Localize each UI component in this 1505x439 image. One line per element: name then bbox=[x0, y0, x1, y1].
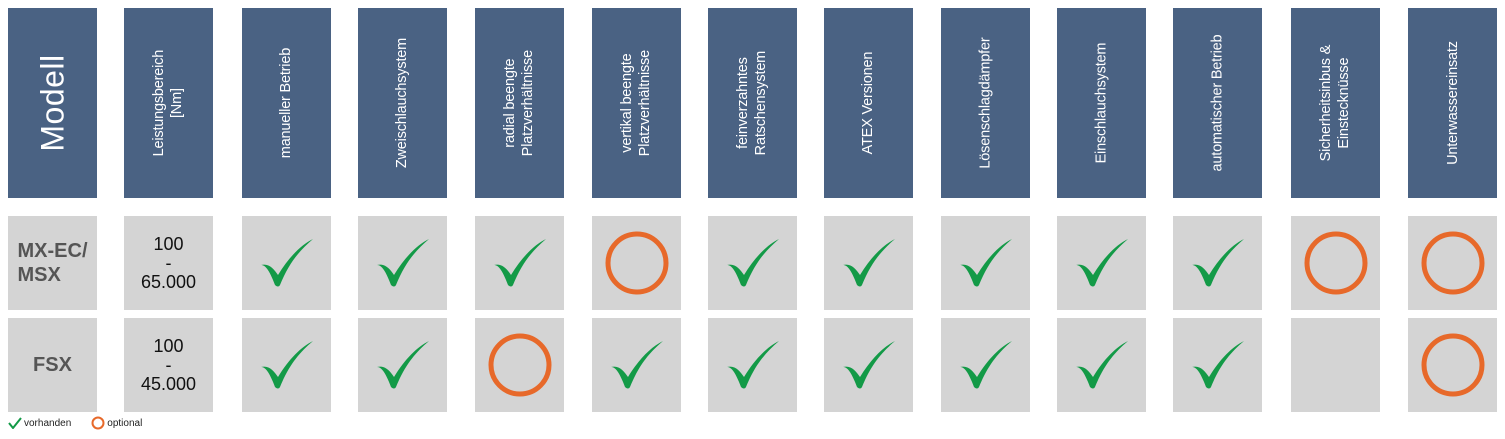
model-name: FSX bbox=[33, 353, 72, 377]
check-icon bbox=[959, 239, 1012, 287]
check-icon bbox=[376, 239, 429, 287]
feature-cell-check bbox=[358, 318, 447, 412]
torque-range-line: - bbox=[165, 354, 172, 375]
column-header-label: Modell bbox=[34, 54, 71, 152]
feature-cell-check bbox=[358, 216, 447, 310]
column-header-leistungsbereich: Leistungsbereich[Nm] bbox=[124, 8, 213, 198]
column-header-label: Ratschensystem bbox=[753, 50, 770, 156]
column-header-label: radial beengte bbox=[502, 58, 519, 148]
feature-cell-none bbox=[1291, 318, 1380, 412]
feature-cell-check bbox=[242, 216, 331, 310]
column-header-manueller-betrieb: manueller Betrieb bbox=[242, 8, 331, 198]
legend-optional-label: optional bbox=[107, 417, 143, 429]
optional-circle-icon bbox=[1421, 231, 1484, 295]
column-header-label: [Nm] bbox=[169, 88, 186, 118]
torque-range: 100-65.000 bbox=[140, 233, 197, 292]
feature-cell-check bbox=[824, 216, 913, 310]
circle-icon bbox=[91, 416, 105, 430]
check-icon bbox=[493, 239, 546, 287]
check-icon bbox=[1191, 239, 1244, 287]
column-header-automatischer-betrieb: automatischer Betrieb bbox=[1173, 8, 1262, 198]
row-range-cell: 100-45.000 bbox=[124, 318, 213, 412]
check-icon bbox=[260, 239, 313, 287]
feature-cell-check bbox=[708, 318, 797, 412]
check-icon bbox=[1075, 239, 1128, 287]
column-header-label: Lösenschlagdämpfer bbox=[977, 37, 994, 169]
column-header-zweischlauchsystem: Zweischlauchsystem bbox=[358, 8, 447, 198]
feature-cell-optional bbox=[1408, 216, 1497, 310]
column-header-label: Unterwassereinsatz bbox=[1444, 41, 1461, 165]
row-model-cell: MX-EC/MSX bbox=[8, 216, 97, 310]
column-header-label: feinverzahntes bbox=[735, 57, 752, 149]
legend-available: vorhanden bbox=[8, 417, 71, 429]
column-header-label: Platzverhältnisse bbox=[637, 49, 654, 157]
check-icon bbox=[726, 239, 779, 287]
feature-cell-optional bbox=[1408, 318, 1497, 412]
feature-cell-check bbox=[941, 318, 1030, 412]
check-icon bbox=[376, 341, 429, 389]
column-header-label: Leistungsbereich bbox=[151, 49, 168, 157]
model-name: MX-EC/MSX bbox=[18, 239, 88, 287]
model-name-line: MX-EC/ bbox=[17, 240, 88, 262]
feature-cell-optional bbox=[592, 216, 681, 310]
column-header-label: Einschlauchsystem bbox=[1093, 42, 1110, 164]
column-header-atex-versionen: ATEX Versionen bbox=[824, 8, 913, 198]
column-header-label: Zweischlauchsystem bbox=[394, 37, 411, 169]
torque-range-line: - bbox=[165, 252, 172, 273]
feature-cell-check bbox=[708, 216, 797, 310]
column-header-label: ATEX Versionen bbox=[860, 51, 877, 155]
legend: vorhanden optional bbox=[8, 416, 162, 430]
check-icon bbox=[842, 239, 895, 287]
column-header-label: Platzverhältnisse bbox=[520, 49, 537, 157]
check-icon bbox=[842, 341, 895, 389]
feature-cell-check bbox=[1173, 216, 1262, 310]
feature-cell-optional bbox=[475, 318, 564, 412]
check-icon bbox=[1191, 341, 1244, 389]
feature-cell-check bbox=[1173, 318, 1262, 412]
model-name-line: FSX bbox=[33, 354, 72, 376]
torque-range-line: 65.000 bbox=[140, 271, 197, 292]
feature-cell-check bbox=[592, 318, 681, 412]
optional-circle-icon bbox=[488, 333, 551, 397]
check-icon bbox=[8, 417, 22, 429]
feature-cell-check bbox=[1057, 216, 1146, 310]
torque-range-line: 100 bbox=[153, 335, 184, 356]
feature-cell-optional bbox=[1291, 216, 1380, 310]
torque-range: 100-45.000 bbox=[140, 335, 197, 394]
feature-cell-check bbox=[475, 216, 564, 310]
column-header-label: manueller Betrieb bbox=[278, 47, 295, 159]
check-icon bbox=[959, 341, 1012, 389]
column-header-modell: Modell bbox=[8, 8, 97, 198]
check-icon bbox=[610, 341, 663, 389]
torque-range-line: 45.000 bbox=[140, 373, 197, 394]
torque-range-line: 100 bbox=[153, 233, 184, 254]
column-header-lösenschlagdämpfer: Lösenschlagdämpfer bbox=[941, 8, 1030, 198]
model-name-line: MSX bbox=[17, 264, 61, 286]
column-header-label: Sicherheitsinbus & bbox=[1318, 44, 1335, 162]
column-header-sicherheitsinbus: Sicherheitsinbus &Einstecknüsse bbox=[1291, 8, 1380, 198]
column-header-label: Einstecknüsse bbox=[1336, 57, 1353, 149]
legend-available-label: vorhanden bbox=[24, 417, 72, 429]
column-header-unterwassereinsatz: Unterwassereinsatz bbox=[1408, 8, 1497, 198]
optional-circle-icon bbox=[605, 231, 668, 295]
row-range-cell: 100-65.000 bbox=[124, 216, 213, 310]
feature-cell-check bbox=[1057, 318, 1146, 412]
feature-cell-check bbox=[941, 216, 1030, 310]
optional-circle-icon bbox=[1421, 333, 1484, 397]
feature-cell-check bbox=[242, 318, 331, 412]
column-header-label: vertikal beengte bbox=[619, 53, 636, 153]
check-icon bbox=[726, 341, 779, 389]
check-icon bbox=[1075, 341, 1128, 389]
optional-circle-icon bbox=[1304, 231, 1367, 295]
check-icon bbox=[260, 341, 313, 389]
column-header-einschlauchsystem: Einschlauchsystem bbox=[1057, 8, 1146, 198]
feature-cell-check bbox=[824, 318, 913, 412]
legend-optional: optional bbox=[91, 416, 142, 430]
row-model-cell: FSX bbox=[8, 318, 97, 412]
column-header-label: automatischer Betrieb bbox=[1209, 34, 1226, 172]
